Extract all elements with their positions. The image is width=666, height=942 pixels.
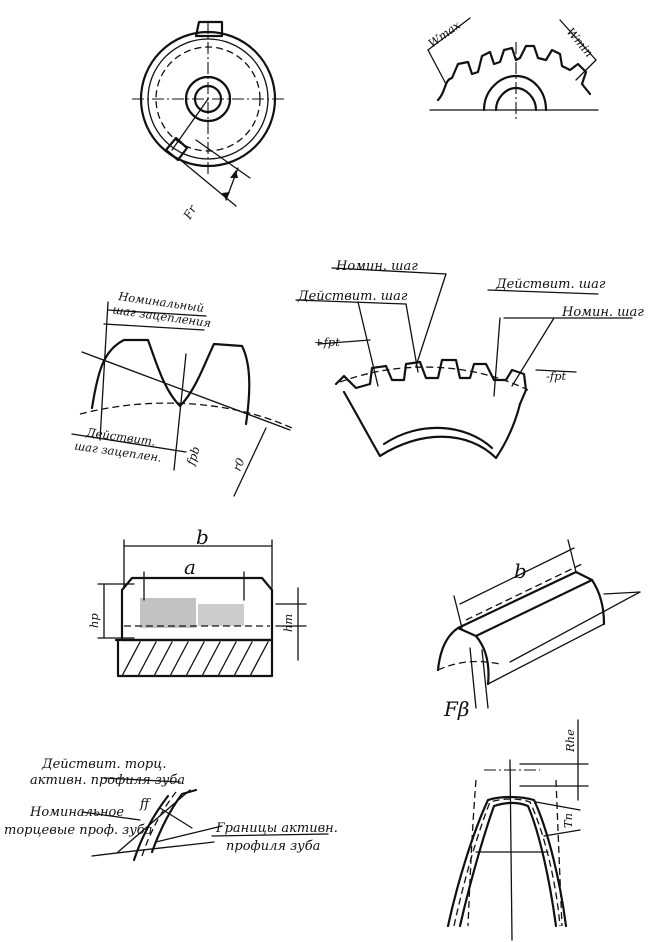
contact-pattern-figure: b a hp hm	[87, 525, 307, 678]
span-measurement-figure: Wmax Wmin	[426, 17, 599, 120]
actual-pitch-left-label: Действит. шаг	[297, 289, 408, 304]
fpb-label: fpb	[183, 445, 202, 468]
nominal-pitch-left-label: Номин. шаг	[335, 259, 418, 274]
base-pitch-figure: Номинальныйшаг зацепления Действит.шаг з…	[71, 289, 293, 497]
tooth-thickness-figure: Rhe Tn	[446, 719, 589, 941]
nominal-pitch-right-label: Номин. шаг	[561, 305, 644, 320]
f-beta-label: Fβ	[443, 697, 469, 721]
radial-runout-figure: Fr	[132, 20, 284, 223]
hatching	[121, 641, 269, 677]
tooth-direction-figure: b Fβ	[436, 539, 641, 721]
height-hp-label: hp	[87, 613, 101, 628]
tn-label: Tn	[561, 813, 575, 828]
rhe-label: Rhe	[563, 729, 577, 753]
actual-pitch-right-label: Действит. шаг	[495, 277, 606, 292]
length-a-label: a	[184, 555, 196, 579]
boundary-label: Границы активн.профиля зуба	[215, 821, 338, 854]
ff-label: ff	[139, 797, 152, 812]
runout-label: Fr	[180, 202, 200, 223]
width-b-label: b	[196, 525, 209, 549]
actual-base-pitch-label: Действит.шаг зацеплен.	[74, 424, 165, 465]
w-min-label: Wmin	[564, 25, 596, 60]
circular-pitch-figure: Номин. шаг Действит. шаг +fpt Действит. …	[295, 259, 644, 460]
height-hm-label: hm	[281, 614, 295, 632]
actual-profile-label: Действит. торц.активн. профиля зуба	[30, 757, 185, 788]
fpt-minus-label: -fpt	[546, 369, 567, 383]
r-label: r0	[230, 456, 248, 473]
tooth-width-b-label: b	[514, 559, 527, 583]
profile-deviation-figure: Действит. торц.активн. профиля зуба ff Н…	[4, 757, 338, 862]
fpt-plus-label: +fpt	[314, 335, 340, 349]
w-max-label: Wmax	[426, 18, 464, 51]
nominal-base-pitch-label: Номинальныйшаг зацепления	[112, 289, 214, 331]
